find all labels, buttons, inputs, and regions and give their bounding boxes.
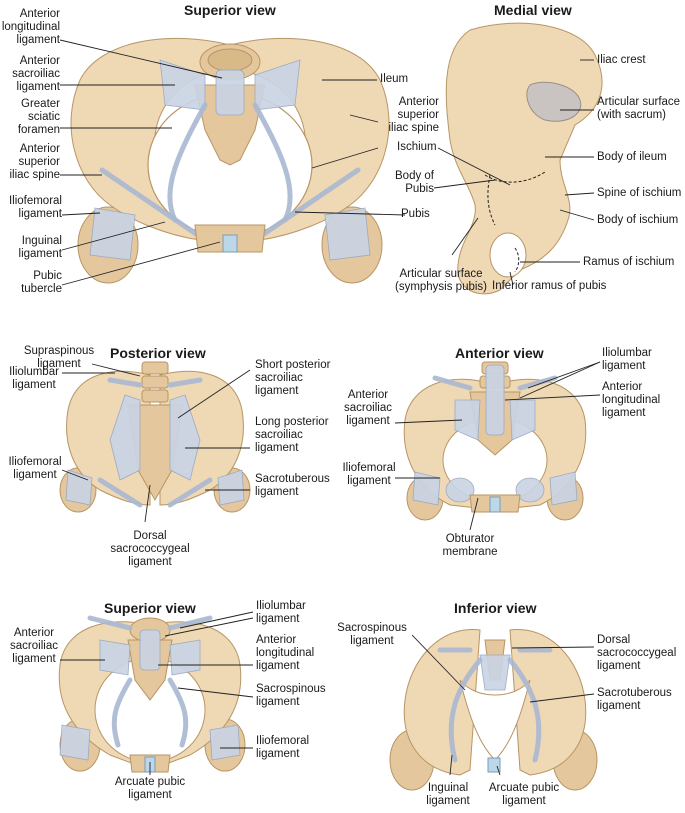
label-pubis: Pubis bbox=[401, 208, 430, 220]
label-iliolumbar-ligament-posterior: Iliolumbar ligament bbox=[9, 366, 59, 391]
label-pubic-tubercle: Pubic tubercle bbox=[21, 270, 62, 295]
label-spine-of-ischium: Spine of ischium bbox=[597, 187, 682, 199]
label-sacrospinous-ligament-bottom: Sacrospinous ligament bbox=[256, 683, 326, 708]
label-body-of-ischium: Body of ischium bbox=[597, 214, 679, 226]
medial-view-drawing bbox=[445, 22, 603, 295]
label-articular-surface-symphysis: Articular surface (symphysis pubis) bbox=[394, 268, 488, 293]
label-anterior-longitudinal-ligament-anterior: Anterior longitudinal ligament bbox=[602, 381, 661, 419]
superior-view-bottom-title: Superior view bbox=[104, 600, 196, 616]
inferior-view-title: Inferior view bbox=[454, 600, 537, 616]
label-anterior-sacroiliac-ligament-bottom: Anterior sacroiliac ligament bbox=[10, 627, 58, 665]
label-greater-sciatic-foramen: Greater sciatic foramen bbox=[17, 98, 60, 136]
label-iliofemoral-ligament-bottom: Iliofemoral ligament bbox=[256, 735, 310, 760]
label-ileum: Ileum bbox=[380, 73, 409, 85]
label-body-of-pubis: Body of Pubis bbox=[395, 170, 434, 195]
leader-lines bbox=[59, 39, 601, 776]
label-dorsal-sacrococcygeal-ligament-posterior: Dorsal sacrococcygeal ligament bbox=[110, 530, 190, 568]
label-long-posterior-sacroiliac-ligament: Long posterior sacroiliac ligament bbox=[255, 416, 329, 454]
label-inferior-ramus-of-pubis: Inferior ramus of pubis bbox=[492, 280, 607, 292]
posterior-view-drawing bbox=[59, 361, 251, 513]
medial-view-title: Medial view bbox=[494, 2, 572, 18]
label-anterior-superior-iliac-spine-left: Anterior superior iliac spine bbox=[9, 143, 61, 181]
superior-view-title: Superior view bbox=[184, 2, 276, 18]
inferior-view-drawing bbox=[389, 629, 598, 791]
superior-view-top-drawing bbox=[70, 37, 390, 284]
label-anterior-sacroiliac-ligament: Anterior sacroiliac ligament bbox=[12, 55, 60, 93]
label-short-posterior-sacroiliac-ligament: Short posterior sacroiliac ligament bbox=[255, 359, 331, 397]
label-iliac-crest: Iliac crest bbox=[597, 54, 646, 66]
label-iliofemoral-ligament-anterior: Iliofemoral ligament bbox=[342, 462, 396, 487]
label-inguinal-ligament-1: Inguinal ligament bbox=[18, 235, 62, 260]
label-obturator-membrane: Obturator membrane bbox=[442, 533, 498, 558]
label-sacrotuberous-ligament-inferior: Sacrotuberous ligament bbox=[597, 687, 672, 712]
anterior-view-title: Anterior view bbox=[455, 345, 544, 361]
label-anterior-superior-iliac-spine-right: Anterior superior iliac spine bbox=[388, 96, 440, 134]
anterior-view-drawing bbox=[403, 361, 587, 521]
label-articular-surface-sacrum: Articular surface (with sacrum) bbox=[597, 96, 681, 121]
label-sacrotuberous-ligament-posterior: Sacrotuberous ligament bbox=[255, 473, 330, 498]
label-arcuate-pubic-ligament-bottom: Arcuate pubic ligament bbox=[114, 776, 186, 801]
label-inguinal-ligament-inferior: Inguinal ligament bbox=[426, 782, 470, 807]
label-arcuate-pubic-ligament-inferior: Arcuate pubic ligament bbox=[488, 782, 560, 807]
label-anterior-longitudinal-ligament: Anterior longitudinal ligament bbox=[1, 8, 60, 46]
label-anterior-longitudinal-ligament-bottom: Anterior longitudinal ligament bbox=[256, 634, 315, 672]
label-sacrospinous-ligament-inferior: Sacrospinous ligament bbox=[337, 622, 407, 647]
posterior-view-title: Posterior view bbox=[110, 345, 206, 361]
label-iliolumbar-ligament-anterior: Iliolumbar ligament bbox=[602, 347, 652, 372]
label-iliofemoral-ligament-1: Iliofemoral ligament bbox=[8, 195, 62, 220]
label-supraspinous-ligament: Supraspinous ligament bbox=[23, 345, 95, 370]
label-anterior-sacroiliac-ligament-anterior: Anterior sacroiliac ligament bbox=[344, 389, 392, 427]
label-ischium: Ischium bbox=[397, 141, 437, 153]
label-ramus-of-ischium: Ramus of ischium bbox=[583, 256, 675, 268]
label-dorsal-sacrococcygeal-ligament-inferior: Dorsal sacrococcygeal ligament bbox=[597, 634, 677, 672]
superior-view-bottom-drawing bbox=[58, 615, 246, 773]
label-iliofemoral-ligament-posterior: Iliofemoral ligament bbox=[8, 456, 62, 481]
label-iliolumbar-ligament-bottom: Iliolumbar ligament bbox=[256, 600, 306, 625]
label-body-of-ileum: Body of ileum bbox=[597, 151, 667, 163]
